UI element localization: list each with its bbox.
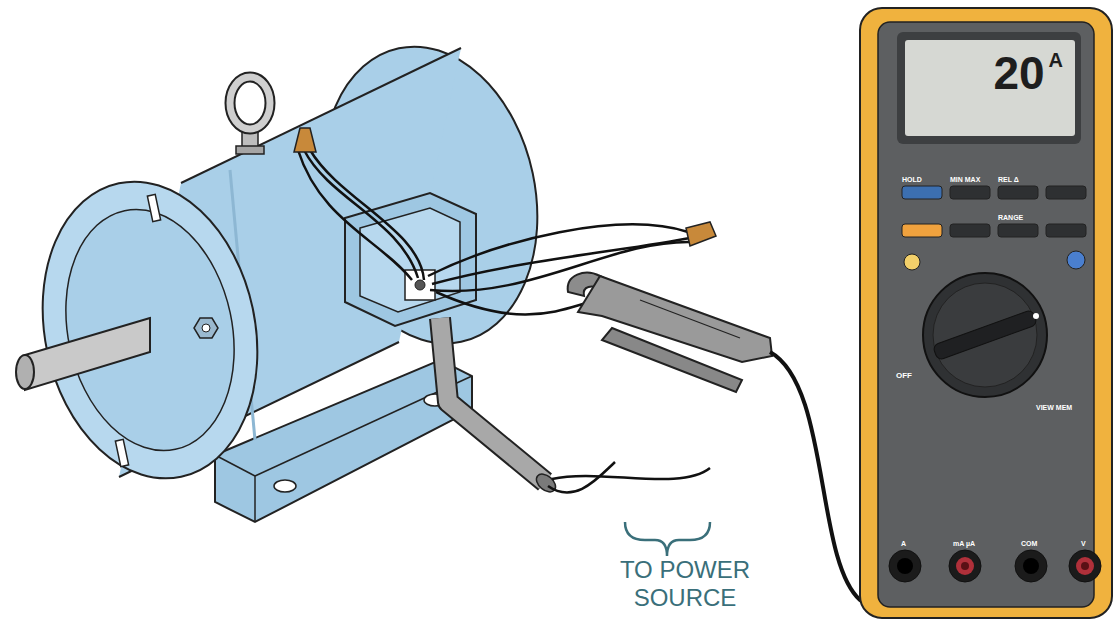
input-jacks-part bbox=[1081, 562, 1089, 570]
motor-wires-part bbox=[436, 292, 590, 314]
conduit-part bbox=[552, 468, 710, 479]
dial-position: OFF bbox=[896, 372, 912, 381]
meter-buttons-part bbox=[1046, 224, 1086, 237]
clamp-probe-part bbox=[640, 300, 740, 338]
motor-body-part bbox=[202, 324, 210, 332]
dial-label: VIEW MEM bbox=[1036, 404, 1072, 412]
motor-feet-part bbox=[254, 476, 256, 522]
conduit-part bbox=[440, 318, 545, 482]
clamp-probe-part bbox=[602, 328, 742, 392]
rotary-dial-part bbox=[923, 273, 1047, 397]
meter-buttons-part bbox=[998, 224, 1038, 237]
input-jacks-part bbox=[1069, 550, 1101, 582]
conduit-part bbox=[533, 471, 559, 496]
multimeter-body-part bbox=[897, 32, 1081, 144]
motor-feet-part bbox=[274, 480, 296, 492]
multimeter-body bbox=[860, 8, 1112, 618]
reading-value: 20 bbox=[993, 50, 1044, 96]
input-jacks-part bbox=[1023, 558, 1039, 574]
conduit bbox=[440, 318, 710, 495]
motor-wires-part bbox=[428, 225, 688, 276]
motor-body-part bbox=[16, 161, 284, 498]
motor-body-part bbox=[194, 318, 218, 338]
meter-buttons-part bbox=[950, 224, 990, 237]
input-jacks-part bbox=[956, 557, 974, 575]
button-label: RANGE bbox=[998, 214, 1023, 222]
meter-buttons-part bbox=[902, 224, 942, 237]
input-jacks-part bbox=[897, 558, 913, 574]
motor-wires-part bbox=[310, 150, 424, 280]
meter-buttons-part bbox=[902, 186, 942, 199]
button-label: MIN MAX bbox=[950, 176, 980, 184]
jack-label: mA µA bbox=[953, 540, 975, 548]
jack-label: COM bbox=[1021, 540, 1037, 548]
motor-body-part bbox=[115, 439, 128, 466]
lcd-display: 20A bbox=[905, 40, 1075, 136]
input-jacks-part bbox=[961, 562, 969, 570]
meter-buttons bbox=[902, 186, 1086, 270]
eyebolt bbox=[230, 77, 270, 154]
power-source-note: TO POWER SOURCE bbox=[600, 556, 770, 612]
wire-nut-part bbox=[294, 128, 316, 152]
jack-label: V bbox=[1081, 540, 1086, 548]
motor-shaft-part bbox=[16, 355, 34, 389]
multimeter-body-part bbox=[878, 22, 1094, 607]
meter-buttons-part bbox=[1046, 186, 1086, 199]
input-jacks-part bbox=[1015, 550, 1047, 582]
clamp-probe-part bbox=[578, 276, 772, 362]
meter-buttons-part bbox=[998, 186, 1038, 199]
rotary-dial bbox=[923, 273, 1047, 397]
brace bbox=[625, 522, 710, 556]
motor-body-part bbox=[181, 48, 461, 183]
eyebolt-part bbox=[236, 146, 264, 154]
motor-wires-part bbox=[298, 150, 412, 280]
wire-nut bbox=[294, 128, 716, 246]
eyebolt-part bbox=[230, 77, 270, 129]
motor-feet-part bbox=[215, 455, 255, 476]
input-jacks-part bbox=[949, 550, 981, 582]
meter-buttons-part bbox=[1067, 251, 1085, 269]
eyebolt-part bbox=[230, 77, 270, 129]
button-label: REL Δ bbox=[998, 176, 1019, 184]
jack-label: A bbox=[901, 540, 906, 548]
input-jacks-part bbox=[889, 550, 921, 582]
wire-nut-part bbox=[686, 222, 716, 246]
multimeter-body-part bbox=[860, 8, 1112, 618]
motor-wires-part bbox=[430, 242, 692, 291]
terminal-box-part bbox=[415, 280, 425, 290]
rotary-dial-part bbox=[932, 309, 1037, 360]
motor-shaft bbox=[16, 318, 150, 390]
meter-buttons-part bbox=[950, 186, 990, 199]
input-jacks-part bbox=[1076, 557, 1094, 575]
motor-wires-part bbox=[304, 150, 418, 278]
button-label: HOLD bbox=[902, 176, 922, 184]
rotary-dial-part bbox=[1033, 313, 1039, 319]
brace-part bbox=[625, 522, 710, 556]
conduit-part bbox=[440, 318, 545, 482]
motor-shaft-part bbox=[25, 318, 150, 390]
clamp-probe bbox=[568, 273, 772, 392]
rotary-dial-part bbox=[933, 283, 1037, 387]
motor-body bbox=[16, 26, 564, 498]
input-jacks bbox=[889, 550, 1101, 582]
motor-body-part bbox=[147, 194, 160, 221]
reading-unit: A bbox=[1049, 50, 1063, 70]
meter-buttons-part bbox=[904, 254, 920, 270]
